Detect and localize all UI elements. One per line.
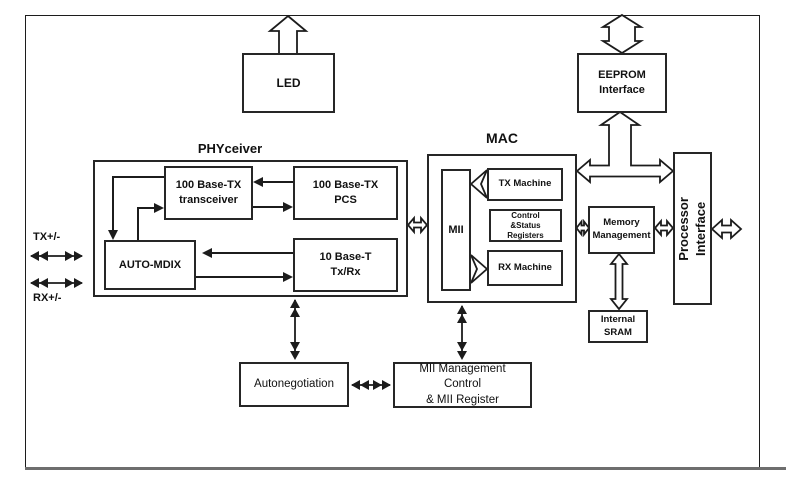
mac-heading: MAC xyxy=(486,130,518,146)
block-10baset-txrx: 10 Base-T Tx/Rx xyxy=(293,238,398,292)
phyceiver-heading: PHYceiver xyxy=(197,141,263,156)
arrow-automdix-to-transceiver xyxy=(137,203,164,240)
block-led: LED xyxy=(242,53,335,113)
arrow-pcs-to-transceiver xyxy=(253,177,293,187)
block-auto-mdix: AUTO-MDIX xyxy=(104,240,196,290)
block-control-status-registers: Control &Status Registers xyxy=(489,209,562,242)
arrow-transceiver-to-pcs xyxy=(253,202,293,212)
link-mac-miimgmt xyxy=(457,305,467,360)
arrow-10baset-to-automdix xyxy=(202,248,293,258)
link-memory-sram xyxy=(609,252,629,311)
block-mac xyxy=(427,154,577,303)
arrow-processor-external xyxy=(710,217,743,241)
block-tx-machine: TX Machine xyxy=(487,168,563,201)
processor-interface-label: Processor Interface xyxy=(675,196,708,261)
block-memory-management: Memory Management xyxy=(588,206,655,254)
arrow-automdix-to-10baset xyxy=(196,272,293,282)
block-mii-management: MII Management Control & MII Register xyxy=(393,362,532,408)
link-autonegotiation-miimgmt xyxy=(351,380,391,390)
bottom-rule xyxy=(25,467,786,470)
block-100basetx-pcs: 100 Base-TX PCS xyxy=(293,166,398,220)
block-processor-interface: Processor Interface xyxy=(673,152,712,305)
block-autonegotiation: Autonegotiation xyxy=(239,362,349,407)
tx-pair-line xyxy=(30,251,83,261)
block-rx-machine: RX Machine xyxy=(487,250,563,286)
block-phyceiver xyxy=(93,160,408,297)
block-eeprom-interface: EEPROM Interface xyxy=(577,53,667,113)
block-mii: MII xyxy=(441,169,471,291)
arrow-transceiver-to-automdix xyxy=(108,176,164,240)
bus-eeprom-mac-processor xyxy=(575,110,675,184)
arrow-txmachine-to-mii xyxy=(469,169,488,199)
arrow-mii-to-rxmachine xyxy=(470,254,489,284)
link-phyceiver-autonegotiation xyxy=(290,299,300,360)
port-label-rx: RX+/- xyxy=(33,292,62,304)
port-label-tx: TX+/- xyxy=(33,231,61,243)
block-100basetx-transceiver: 100 Base-TX transceiver xyxy=(164,166,253,220)
rx-pair-line xyxy=(30,278,83,288)
block-internal-sram: Internal SRAM xyxy=(588,310,648,343)
